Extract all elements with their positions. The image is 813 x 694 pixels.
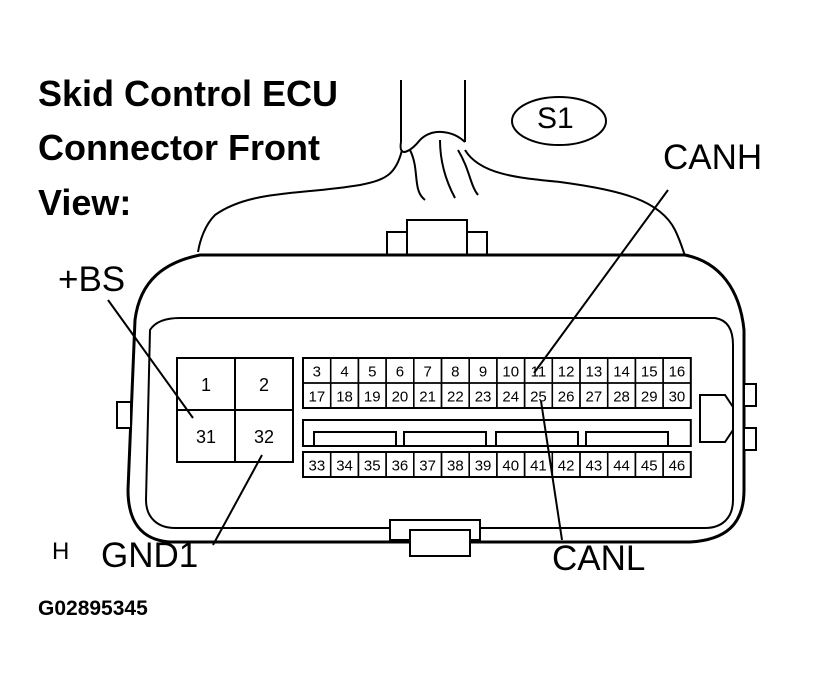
- terminal-number: 6: [396, 364, 404, 381]
- terminal-cell: [234, 409, 294, 463]
- terminal-cell: [662, 451, 692, 478]
- power-terminal-block: 1 2 31 32: [176, 357, 294, 463]
- terminal-number: 17: [309, 389, 326, 406]
- terminal-number: 39: [475, 458, 492, 475]
- slot-rail: [495, 431, 579, 446]
- terminal-number: 5: [368, 364, 376, 381]
- terminal-number: 18: [336, 389, 353, 406]
- h-label: H: [52, 538, 70, 565]
- terminal-number: 16: [669, 364, 686, 381]
- right-key: [699, 394, 734, 443]
- terminal-number: 26: [558, 389, 575, 406]
- side-tabs: [116, 383, 757, 451]
- terminal-number: 44: [613, 458, 630, 475]
- canh-label: CANH: [663, 138, 763, 177]
- terminal-cell: [234, 357, 294, 411]
- terminal-number: 24: [502, 389, 519, 406]
- terminal-number: 31: [196, 427, 216, 447]
- terminal-number: 15: [641, 364, 658, 381]
- diagram-title-line-3: View:: [38, 182, 132, 223]
- terminal-number: 28: [613, 389, 630, 406]
- terminal-number: 20: [392, 389, 409, 406]
- terminal-number: 42: [558, 458, 575, 475]
- bs-leader: [107, 299, 194, 419]
- bs-label: +BS: [58, 260, 126, 299]
- terminal-cell: [176, 357, 236, 411]
- leader-lines: [107, 189, 669, 546]
- canh-leader: [533, 189, 669, 374]
- gnd1-label: GND1: [101, 536, 199, 575]
- terminal-number: 45: [641, 458, 658, 475]
- terminal-number: 14: [613, 364, 630, 381]
- terminal-number: 22: [447, 389, 464, 406]
- terminal-number: 27: [586, 389, 603, 406]
- terminal-number: 41: [530, 458, 547, 475]
- diagram-title-line-2: Connector Front: [38, 127, 320, 168]
- terminal-number: 43: [586, 458, 603, 475]
- terminal-number: 35: [364, 458, 381, 475]
- terminal-number: 32: [254, 427, 274, 447]
- slot-rail: [585, 431, 669, 446]
- terminal-number: 23: [475, 389, 492, 406]
- canl-label: CANL: [552, 539, 646, 578]
- terminal-number: 11: [531, 364, 547, 381]
- terminal-number: 25: [530, 389, 547, 406]
- terminal-number: 1: [201, 375, 211, 395]
- canl-leader: [540, 400, 563, 541]
- terminal-number: 37: [419, 458, 436, 475]
- terminal-number: 19: [364, 389, 381, 406]
- gnd1-leader: [212, 454, 263, 546]
- terminal-number: 33: [309, 458, 326, 475]
- terminal-number: 40: [502, 458, 519, 475]
- figure-id: G02895345: [38, 597, 148, 620]
- terminal-number: 38: [447, 458, 464, 475]
- terminal-number: 7: [423, 364, 431, 381]
- terminal-number: 36: [392, 458, 409, 475]
- terminal-number: 29: [641, 389, 658, 406]
- slot-rail: [403, 431, 487, 446]
- wire-harness: [197, 80, 686, 257]
- terminal-number: 30: [669, 389, 686, 406]
- bottom-tab: [389, 519, 481, 557]
- connector-code-badge: [511, 96, 607, 146]
- terminal-number: 10: [502, 364, 519, 381]
- terminal-number: 8: [451, 364, 459, 381]
- terminal-cell: [662, 382, 692, 409]
- diagram-title-line-1: Skid Control ECU: [38, 73, 339, 114]
- terminal-number: 4: [340, 364, 348, 381]
- terminal-cell: [176, 409, 236, 463]
- terminal-number: 2: [259, 375, 269, 395]
- terminal-number: 12: [558, 364, 575, 381]
- terminal-number: 3: [313, 364, 321, 381]
- terminal-number: 46: [669, 458, 686, 475]
- connector-code: S1: [537, 102, 574, 135]
- terminal-number: 21: [419, 389, 436, 406]
- terminal-number: 13: [586, 364, 603, 381]
- slot-rail: [313, 431, 397, 446]
- terminal-number: 9: [479, 364, 487, 381]
- terminal-number: 34: [336, 458, 353, 475]
